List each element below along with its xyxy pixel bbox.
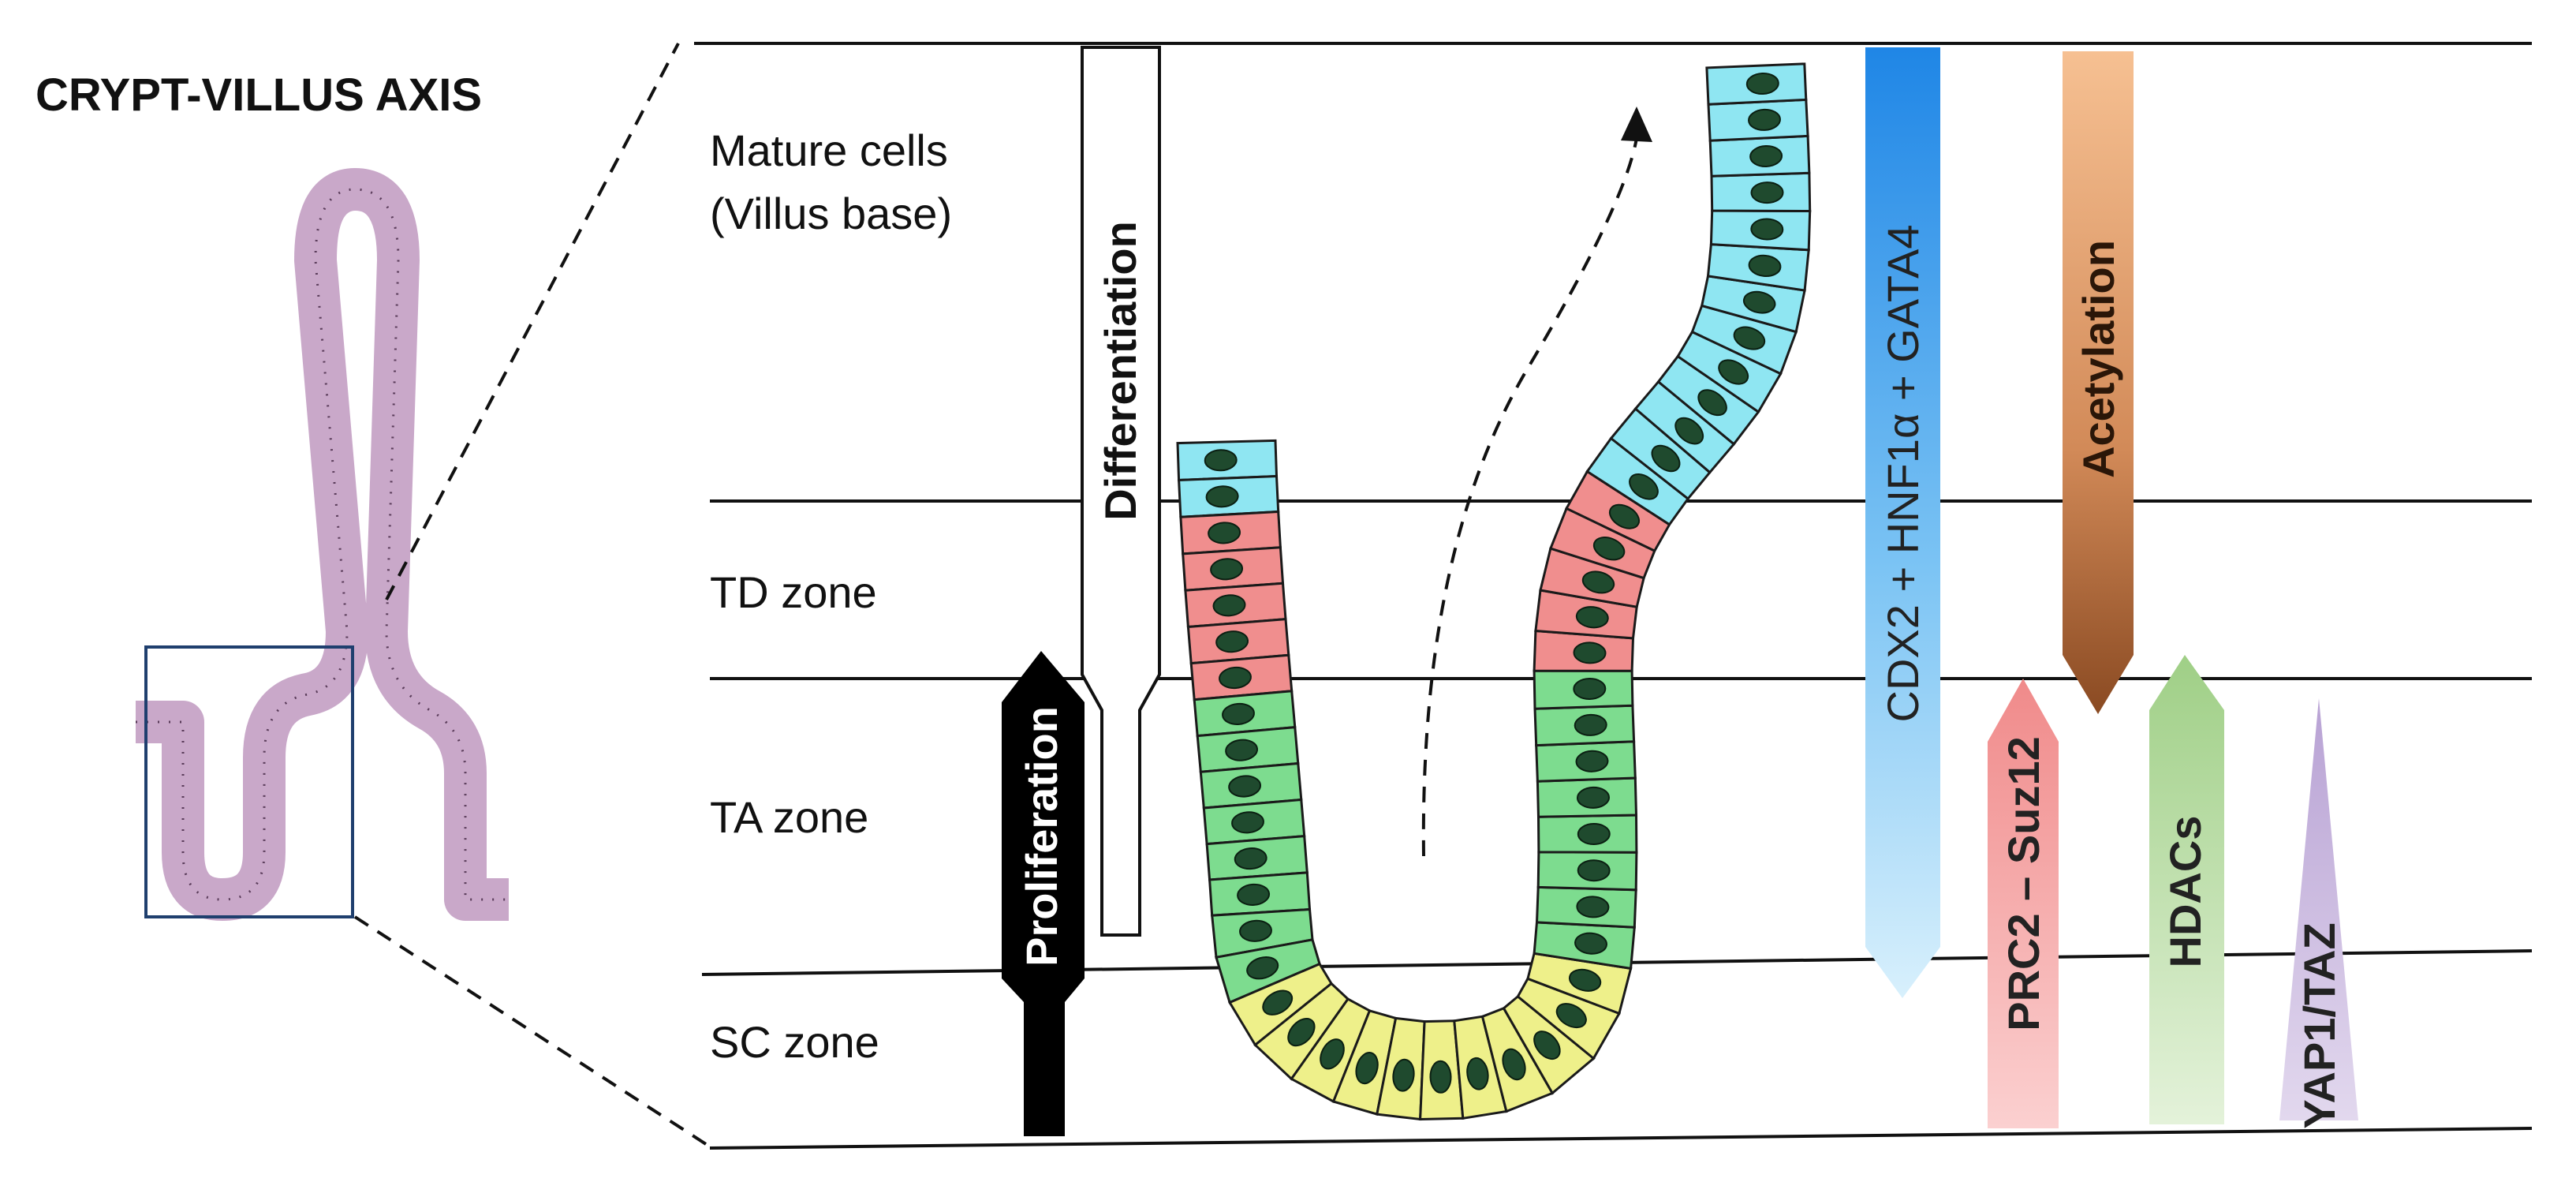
zone-label-mature-2: (Villus base) <box>710 189 952 238</box>
cell-nucleus <box>1429 1060 1452 1094</box>
cell-nucleus <box>1466 1057 1489 1090</box>
crypt-outline <box>1226 47 1761 1071</box>
zone-label-sc: SC zone <box>710 1017 879 1067</box>
cell-nucleus <box>1629 473 1659 500</box>
diagram-title: CRYPT-VILLUS AXIS <box>35 69 482 121</box>
zoom-line-bottom <box>353 915 707 1146</box>
cell-nucleus <box>1750 181 1784 204</box>
yap-arrow <box>2279 698 2358 1120</box>
cdx2-arrow <box>1865 47 1940 998</box>
cell-nucleus <box>1204 449 1238 472</box>
cell-nucleus <box>1262 989 1294 1016</box>
cell-nucleus <box>1219 666 1252 690</box>
cell-nucleus <box>1355 1052 1379 1085</box>
cell-nucleus <box>1577 786 1610 809</box>
proliferation-label: Proliferation <box>1017 706 1066 967</box>
cell-nucleus <box>1210 558 1244 581</box>
acetylation-arrow <box>2063 51 2134 714</box>
cell-nucleus <box>1749 144 1783 168</box>
cell-nucleus <box>1287 1017 1316 1047</box>
cell-nucleus <box>1748 108 1781 131</box>
differentiation-arrow <box>1081 46 1161 937</box>
cell-nucleus <box>1577 859 1611 882</box>
zone-label-ta: TA zone <box>710 792 868 842</box>
cell-nucleus <box>1733 326 1766 350</box>
cell-nucleus <box>1237 883 1271 906</box>
zoom-box <box>144 645 354 918</box>
prc2-arrow <box>1988 679 2059 1128</box>
cell-nucleus <box>1320 1038 1345 1070</box>
cell-nucleus <box>1239 919 1272 942</box>
cell-nucleus <box>1392 1058 1415 1092</box>
cell-nucleus <box>1674 417 1704 445</box>
proliferation-arrow <box>1002 651 1085 1136</box>
migration-arrowhead <box>1621 107 1652 142</box>
cell-nucleus <box>1697 389 1727 417</box>
cell-nucleus <box>1215 630 1249 653</box>
cell-nucleus <box>1555 1003 1587 1029</box>
prc2-label: PRC2 – Suz12 <box>1999 736 2048 1031</box>
cell-nucleus <box>1592 537 1626 561</box>
differentiation-label: Differentiation <box>1096 221 1145 521</box>
cell-nucleus <box>1234 847 1267 870</box>
migration-arrow <box>1421 137 1638 857</box>
cell-nucleus <box>1577 822 1611 846</box>
crypt-epithelium <box>1176 47 1812 1121</box>
cell-nucleus <box>1651 444 1681 473</box>
cell-nucleus <box>1222 702 1255 725</box>
hdacs-label: HDACs <box>2160 816 2210 968</box>
cell-nucleus <box>1205 485 1239 508</box>
cell-nucleus <box>1231 811 1264 834</box>
cell-nucleus <box>1574 713 1607 736</box>
cell-nucleus <box>1208 522 1241 544</box>
cell-nucleus <box>1574 932 1607 955</box>
zoom-line-top <box>385 43 680 600</box>
zone-label-td: TD zone <box>710 567 877 617</box>
cell-nucleus <box>1246 956 1279 980</box>
cell-nucleus <box>1228 775 1262 798</box>
cell-nucleus <box>1573 677 1607 701</box>
acetylation-label: Acetylation <box>2074 240 2123 478</box>
zone-label-mature-1: Mature cells <box>710 125 948 175</box>
cell-nucleus <box>1718 359 1749 385</box>
cell-nucleus <box>1576 896 1610 918</box>
cell-nucleus <box>1225 739 1259 761</box>
cell-nucleus <box>1750 218 1784 241</box>
cell-nucleus <box>1533 1031 1561 1060</box>
yap-label: YAP1/TAZ <box>2294 922 2344 1128</box>
cdx2-label: CDX2 + HNF1α + GATA4 <box>1878 225 1928 723</box>
cell-nucleus <box>1608 503 1641 529</box>
cell-nucleus <box>1742 290 1776 314</box>
cell-nucleus <box>1581 570 1615 594</box>
cell-nucleus <box>1575 750 1609 772</box>
cell-nucleus <box>1502 1048 1526 1081</box>
cell-nucleus <box>1212 594 1246 617</box>
cell-nucleus <box>1568 968 1602 992</box>
hdacs-arrow <box>2149 655 2224 1124</box>
cell-nucleus <box>1745 72 1779 95</box>
cell-nucleus <box>1573 641 1607 664</box>
overview-crypt-villus <box>136 168 509 921</box>
cell-nucleus <box>1575 606 1609 629</box>
cell-nucleus <box>1748 254 1782 277</box>
